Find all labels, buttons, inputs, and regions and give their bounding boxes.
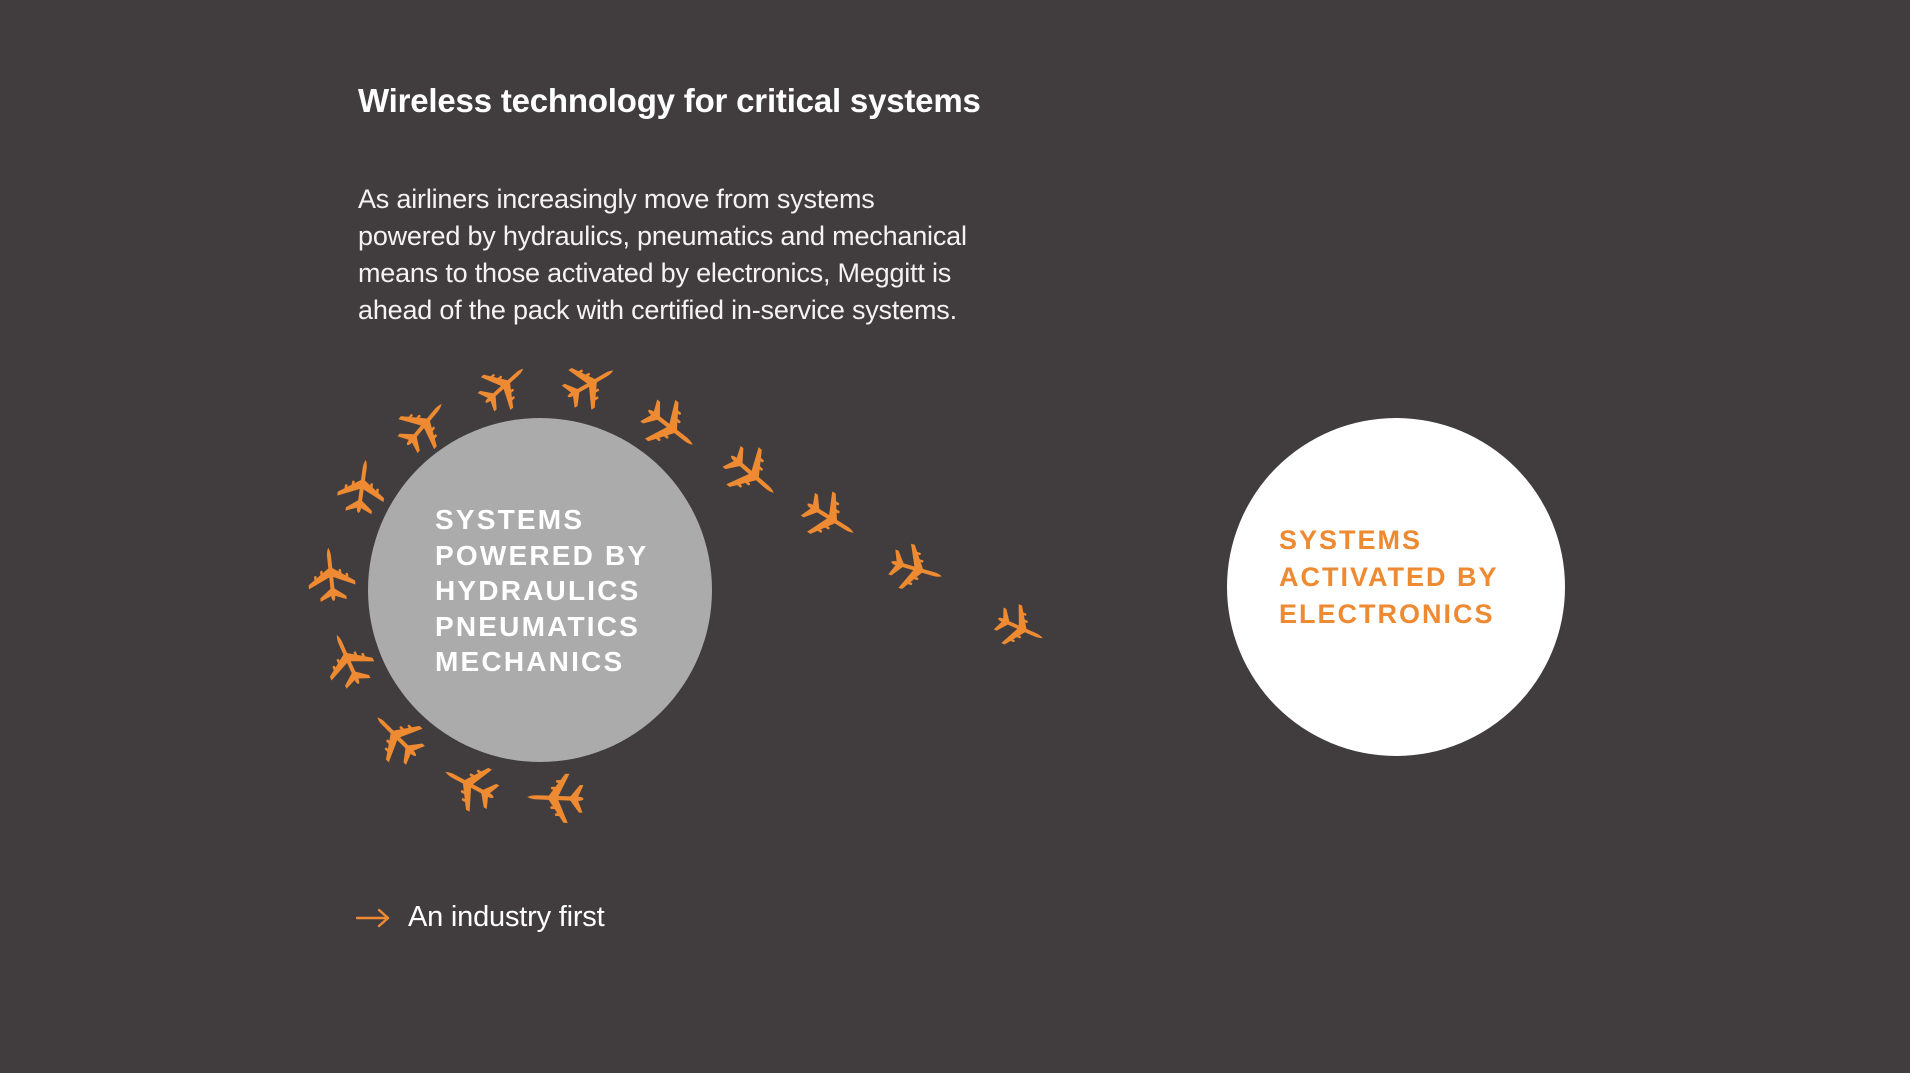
page-title: Wireless technology for critical systems xyxy=(358,82,981,119)
caption-row: An industry first xyxy=(356,901,605,934)
airplane-icon xyxy=(552,346,628,422)
airplane-icon xyxy=(300,544,363,607)
airplane-icon xyxy=(710,432,795,517)
old-systems-circle-label: SYSTEMS POWERED BY HYDRAULICS PNEUMATICS… xyxy=(435,504,649,677)
arrow-right-icon xyxy=(356,908,390,927)
new-systems-circle-label: SYSTEMS ACTIVATED BY ELECTRONICS xyxy=(1279,525,1499,629)
airplane-icon xyxy=(431,746,509,824)
old-systems-circle: SYSTEMS POWERED BY HYDRAULICS PNEUMATICS… xyxy=(368,418,712,762)
airplane-icon xyxy=(330,455,394,519)
airplane-icon xyxy=(790,478,870,558)
caption-text: An industry first xyxy=(408,901,605,933)
airplane-icon xyxy=(525,767,587,829)
new-systems-circle: SYSTEMS ACTIVATED BY ELECTRONICS xyxy=(1227,418,1565,756)
airplane-icon xyxy=(986,594,1055,663)
airplane-icon xyxy=(466,348,542,424)
airplane-icon xyxy=(881,534,950,603)
intro-paragraph: As airliners increasingly move from syst… xyxy=(358,184,967,325)
